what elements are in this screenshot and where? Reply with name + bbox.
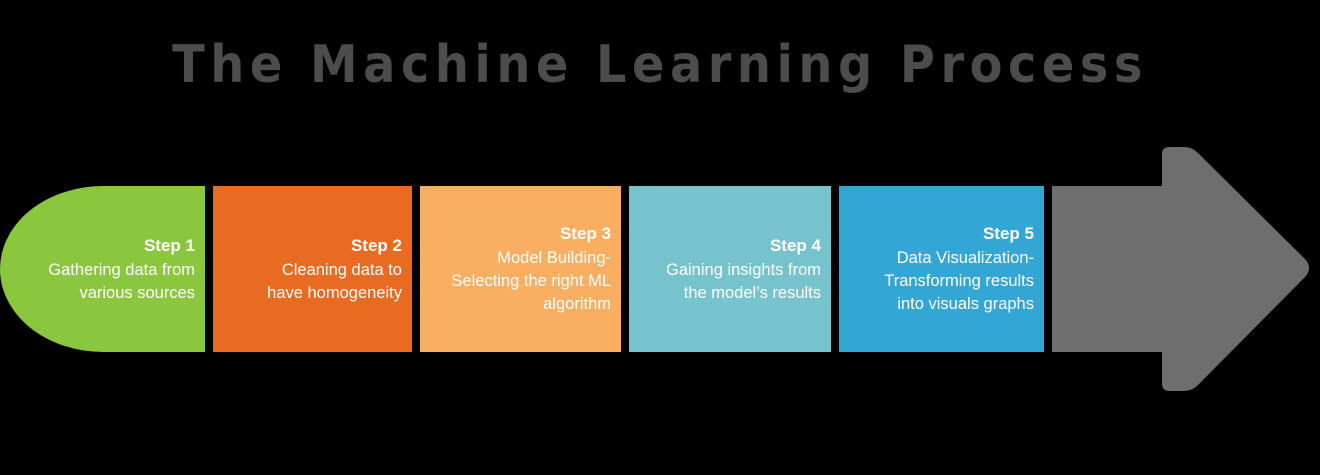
right-arrow-icon: [1052, 147, 1309, 391]
step-2-label: Step 2: [350, 235, 402, 255]
step-1-description: Gathering data from various sources: [48, 260, 195, 302]
process-flow: Step 1 Gathering data from various sourc…: [0, 186, 1320, 352]
step-5-label: Step 5: [982, 224, 1034, 243]
step-5-description: Data Visualization- Transforming results…: [884, 249, 1034, 313]
process-step-5[interactable]: Step 5 Data Visualization- Transforming …: [839, 186, 1044, 352]
step-3-description: Model Building- Selecting the right ML a…: [451, 249, 611, 313]
process-step-2[interactable]: Step 2 Cleaning data to have homogeneity: [213, 186, 412, 352]
process-step-4[interactable]: Step 4 Gaining insights from the model’s…: [629, 186, 831, 352]
step-2-description: Cleaning data to have homogeneity: [267, 260, 402, 302]
process-step-1[interactable]: Step 1 Gathering data from various sourc…: [0, 186, 205, 352]
step-3-label: Step 3: [559, 224, 611, 243]
page-title: The Machine Learning Process: [172, 35, 1148, 95]
step-4-description: Gaining insights from the model’s result…: [666, 260, 821, 302]
step-1-label: Step 1: [143, 235, 195, 255]
flow-arrow: [1050, 130, 1314, 410]
step-4-label: Step 4: [769, 235, 821, 255]
process-step-3[interactable]: Step 3 Model Building- Selecting the rig…: [420, 186, 621, 352]
